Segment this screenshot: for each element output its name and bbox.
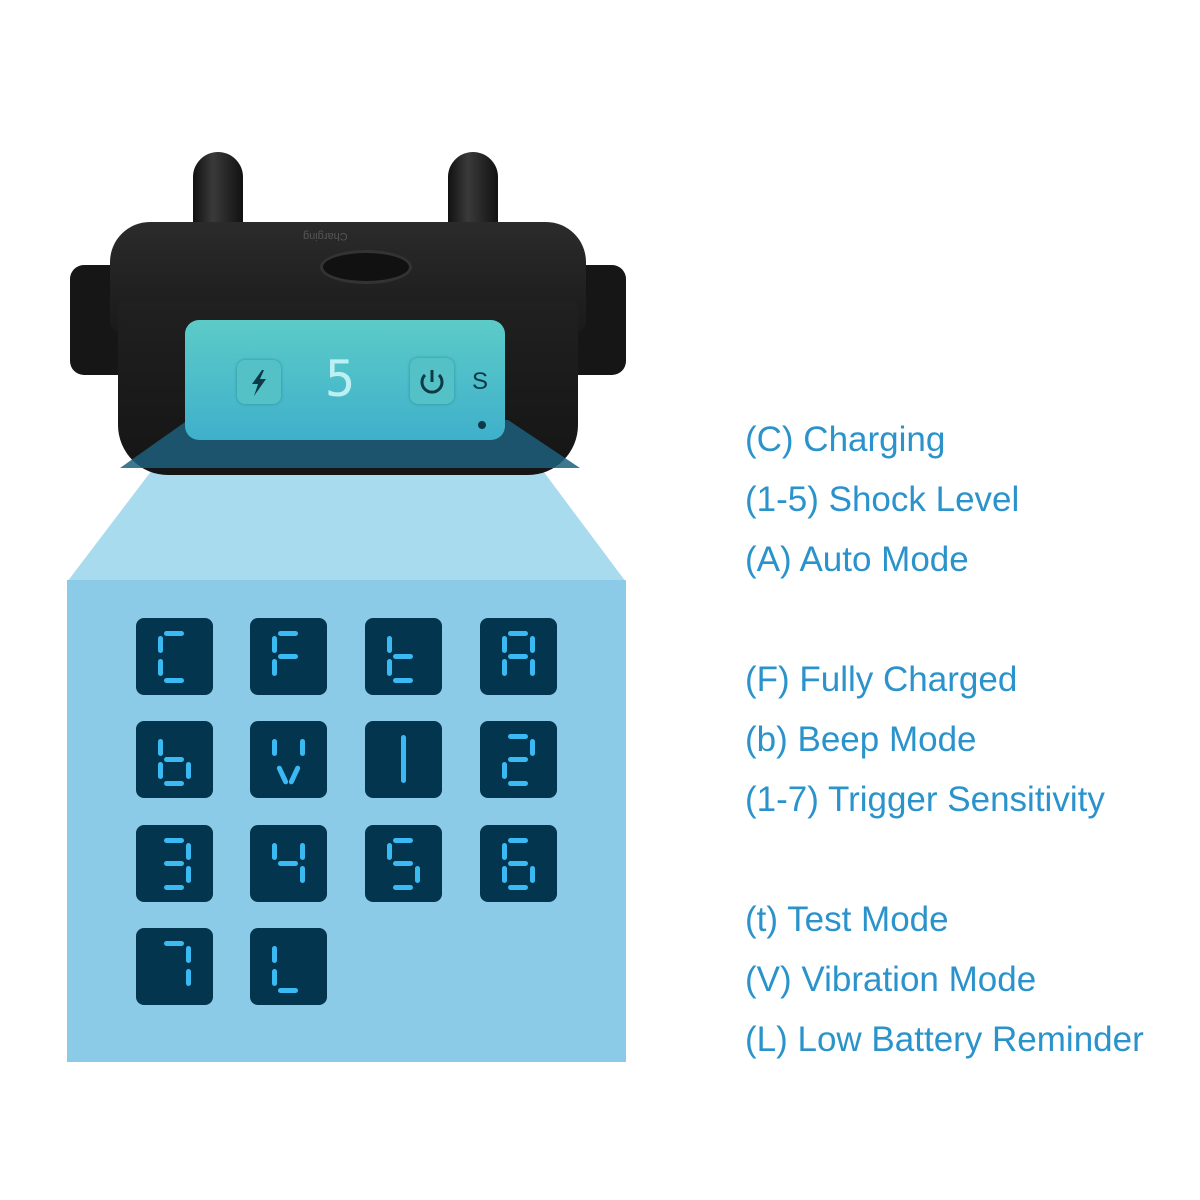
code-tile-6 — [480, 825, 557, 902]
center-button — [320, 250, 412, 284]
segment — [164, 631, 184, 636]
segment — [300, 739, 305, 756]
segment — [278, 654, 298, 659]
segment — [508, 885, 528, 890]
segment — [401, 735, 406, 783]
segment — [387, 843, 392, 860]
shock-button[interactable] — [237, 360, 281, 404]
segment — [186, 866, 191, 883]
segment — [164, 757, 184, 762]
segment — [186, 762, 191, 779]
segment — [288, 764, 301, 786]
segment — [502, 843, 507, 860]
segment — [393, 654, 413, 659]
side-letter: S — [472, 368, 489, 395]
segment — [272, 969, 277, 986]
segment — [158, 659, 163, 676]
code-tile-2 — [480, 721, 557, 798]
legend-item: (F) Fully Charged — [745, 660, 1018, 699]
legend-item: (C) Charging — [745, 420, 946, 459]
code-tile-L — [250, 928, 327, 1005]
code-tile-C — [136, 618, 213, 695]
segment — [272, 659, 277, 676]
segment — [158, 636, 163, 653]
segment — [164, 941, 184, 946]
code-tile-3 — [136, 825, 213, 902]
segment — [300, 843, 305, 860]
segment — [158, 739, 163, 756]
code-tile-b — [136, 721, 213, 798]
segment — [276, 764, 289, 786]
segment — [502, 762, 507, 779]
legend-item: (L) Low Battery Reminder — [745, 1020, 1144, 1059]
segment — [272, 636, 277, 653]
segment — [502, 659, 507, 676]
segment — [393, 838, 413, 843]
power-button[interactable] — [410, 358, 454, 404]
segment — [502, 636, 507, 653]
segment — [278, 861, 298, 866]
segment — [502, 866, 507, 883]
segment — [508, 781, 528, 786]
segment — [530, 739, 535, 756]
segment — [508, 631, 528, 636]
indicator-led — [478, 421, 486, 429]
legend-item: (b) Beep Mode — [745, 720, 977, 759]
legend-item: (V) Vibration Mode — [745, 960, 1037, 999]
code-tile-V — [250, 721, 327, 798]
code-tile-7 — [136, 928, 213, 1005]
segment — [508, 861, 528, 866]
segment — [186, 969, 191, 986]
segment — [272, 739, 277, 756]
segment — [186, 843, 191, 860]
code-tile-5 — [365, 825, 442, 902]
segment — [278, 988, 298, 993]
segment — [300, 866, 305, 883]
legend-item: (1-7) Trigger Sensitivity — [745, 780, 1105, 819]
segment — [415, 866, 420, 883]
segment — [164, 885, 184, 890]
segment — [508, 757, 528, 762]
segment — [530, 659, 535, 676]
collar-device: Charging 5 S — [68, 150, 628, 480]
code-tile-4 — [250, 825, 327, 902]
legend-item: (1-5) Shock Level — [745, 480, 1020, 519]
segment — [272, 946, 277, 963]
code-tile-A — [480, 618, 557, 695]
lightning-icon — [252, 370, 266, 396]
segment — [530, 866, 535, 883]
segment — [530, 636, 535, 653]
segment — [164, 678, 184, 683]
segment — [164, 781, 184, 786]
legend-item: (t) Test Mode — [745, 900, 949, 939]
segment — [164, 838, 184, 843]
legend-item: (A) Auto Mode — [745, 540, 969, 579]
segment — [508, 838, 528, 843]
segment — [393, 861, 413, 866]
code-tile-F — [250, 618, 327, 695]
segment — [508, 654, 528, 659]
display-digit: 5 — [325, 350, 356, 408]
segment — [387, 659, 392, 676]
display-screen: 5 S — [185, 320, 505, 440]
code-tile-t — [365, 618, 442, 695]
segment — [186, 946, 191, 963]
segment — [272, 843, 277, 860]
segment — [158, 762, 163, 779]
segment — [387, 636, 392, 653]
power-icon — [420, 370, 444, 394]
segment — [393, 885, 413, 890]
code-tile-1 — [365, 721, 442, 798]
segment — [508, 734, 528, 739]
segment — [164, 861, 184, 866]
segment — [278, 631, 298, 636]
segment — [393, 678, 413, 683]
